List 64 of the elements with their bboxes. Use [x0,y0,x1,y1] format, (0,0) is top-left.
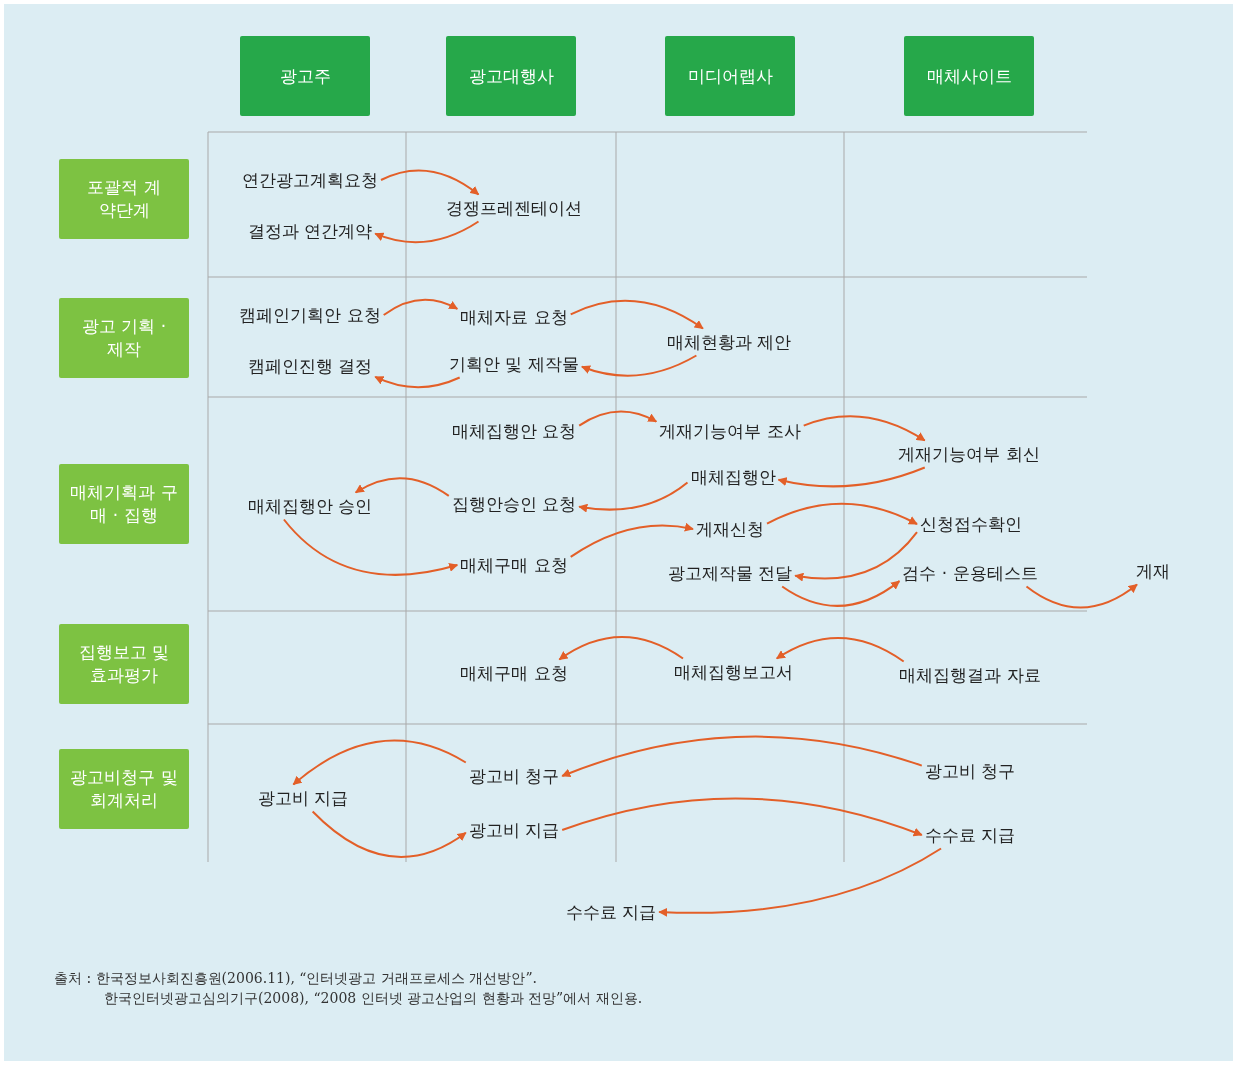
stage-label: 집행보고 및 효과평가 [59,624,189,704]
step-text: 매체집행안 요청 [448,417,580,445]
stage-label: 광고 기획 · 제작 [59,298,189,378]
stage-label: 광고비청구 및 회계처리 [59,749,189,829]
step-text: 광고비 지급 [465,816,563,844]
step-text: 캠페인기획안 요청 [236,301,384,329]
curved-arrow [569,523,694,558]
curved-arrow [282,518,459,576]
step-text: 검수 · 운용테스트 [899,559,1041,587]
curved-arrow [766,502,918,525]
curved-arrow [1025,583,1138,609]
column-header: 미디어랩사 [665,36,795,116]
stage-label: 포괄적 계약단계 [59,159,189,239]
step-text: 매체집행보고서 [670,658,796,686]
curved-arrow [561,797,923,837]
curved-arrow [380,169,480,196]
curved-arrow [777,466,926,488]
curved-arrow [775,637,905,663]
curved-arrow [311,810,467,858]
curved-arrow [292,739,467,786]
step-text: 매체현황과 제안 [663,328,795,356]
step-text: 경쟁프레젠테이션 [443,194,585,222]
step-text: 매체집행안 승인 [244,492,376,520]
curved-arrow [569,299,704,330]
source-note: 한국인터넷광고심의기구(2008), “2008 인터넷 광고산업의 현황과 전망”에서 재인용. [104,990,643,1008]
step-text: 수수료 지급 [562,898,660,926]
step-text: 광고비 지급 [254,784,352,812]
step-text: 결정과 연간계약 [244,217,376,245]
curved-arrow [561,735,923,778]
curved-arrow [802,415,926,442]
curved-arrow [354,477,450,497]
step-text: 매체집행안 [687,463,779,491]
step-text: 기획안 및 제작물 [446,350,582,378]
step-text: 게재기능여부 조사 [656,417,804,445]
curved-arrow [558,636,684,661]
curved-arrow [578,410,658,427]
column-header: 광고주 [240,36,370,116]
step-text: 집행안승인 요청 [448,490,580,518]
step-text: 광고비 청구 [465,762,563,790]
step-text: 매체자료 요청 [457,303,571,331]
step-text: 광고비 청구 [921,757,1019,785]
column-header: 매체사이트 [904,36,1034,116]
step-text: 게재신청 [693,515,767,543]
column-header: 광고대행사 [446,36,576,116]
curved-arrow [578,481,689,513]
curved-arrow [781,580,901,607]
stage-label: 매체기획과 구매 · 집행 [59,464,189,544]
step-text: 신청접수확인 [917,510,1025,538]
step-text: 캠페인진행 결정 [244,352,376,380]
step-text: 광고제작물 전달 [664,559,796,587]
step-text: 연간광고계획요청 [239,166,381,194]
step-text: 매체구매 요청 [457,659,571,687]
curved-arrow [580,354,698,377]
step-text: 매체구매 요청 [457,551,571,579]
curved-arrow [658,847,943,917]
step-text: 게재기능여부 회신 [895,440,1043,468]
curved-arrow [374,220,480,244]
step-text: 수수료 지급 [921,821,1019,849]
curved-arrow [374,375,461,389]
curved-arrow [382,298,459,316]
curved-arrow [794,531,918,582]
step-text: 매체집행결과 자료 [896,661,1044,689]
step-text: 게재 [1133,557,1173,585]
source-note: 출처 : 한국정보사회진흥원(2006.11), “인터넷광고 거래프로세스 개선방안”. [54,970,537,988]
